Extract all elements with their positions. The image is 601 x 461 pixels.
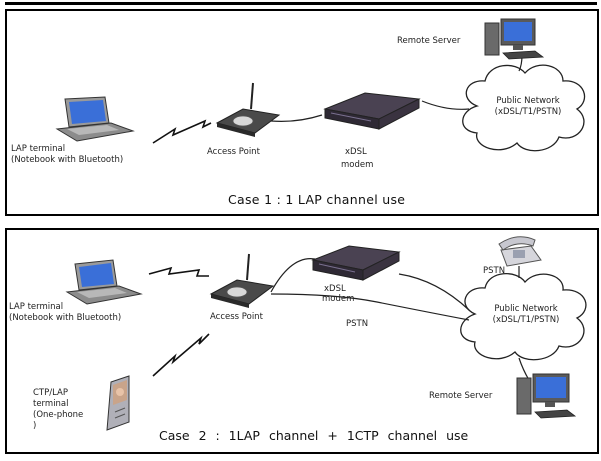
access-point-icon-2 xyxy=(209,253,275,308)
bluetooth-link-phone-icon xyxy=(152,333,210,377)
xdsl-modem-icon xyxy=(323,92,421,130)
pstn-wire xyxy=(270,293,470,321)
public-network-cloud xyxy=(462,64,586,152)
telephone-icon xyxy=(498,236,542,267)
bluetooth-link-icon xyxy=(152,119,212,144)
case2-panel: LAP terminal (Notebook with Bluetooth) A… xyxy=(5,228,599,454)
server-cloud-wire-2 xyxy=(518,357,530,381)
case1-diagram xyxy=(55,18,586,152)
access-point-icon xyxy=(215,82,281,137)
server-computer-icon-2 xyxy=(516,373,577,419)
laptop-icon xyxy=(55,96,135,142)
lap-terminal-sub-label: (Notebook with Bluetooth) xyxy=(11,155,124,165)
case1-panel: Remote Server LAP terminal (Notebook wit… xyxy=(5,9,599,216)
bluetooth-link-laptop-icon xyxy=(148,266,209,277)
modem-cloud-wire xyxy=(421,100,470,110)
cloud-title-label-2: Public Network xyxy=(494,304,558,314)
modem-label-2: modem xyxy=(322,294,355,304)
ctp-terminal-label-2: terminal xyxy=(33,399,69,409)
ap-modem-wire xyxy=(270,114,323,122)
lap-terminal-label-2: LAP terminal xyxy=(9,302,64,312)
ctp-terminal-label-4: ) xyxy=(33,421,37,431)
ctp-terminal-label-1: CTP/LAP xyxy=(33,388,68,398)
modem-label: modem xyxy=(341,160,374,170)
ap-modem-wire-2 xyxy=(270,258,320,293)
top-rule xyxy=(5,2,597,5)
xdsl-label-2: xDSL xyxy=(324,284,346,294)
case2-diagram xyxy=(65,236,587,431)
xdsl-modem-icon-2 xyxy=(311,245,401,281)
cloud-sub-label-2: (xDSL/T1/PSTN) xyxy=(492,315,560,325)
case1-caption: Case 1 : 1 LAP channel use xyxy=(228,192,406,207)
pstn-line-label: PSTN xyxy=(346,319,369,329)
server-computer-icon xyxy=(484,18,545,60)
access-point-label: Access Point xyxy=(207,147,260,157)
mobile-phone-icon xyxy=(106,375,130,431)
access-point-label-2: Access Point xyxy=(210,312,263,322)
public-network-cloud-2 xyxy=(460,273,587,361)
lap-terminal-sub-label-2: (Notebook with Bluetooth) xyxy=(9,313,122,323)
modem-cloud-wire-2 xyxy=(398,273,470,311)
cloud-title-label: Public Network xyxy=(496,96,560,106)
cloud-sub-label: (xDSL/T1/PSTN) xyxy=(494,107,562,117)
case2-caption: Case 2 : 1LAP channel + 1CTP channel use xyxy=(159,428,469,443)
ctp-terminal-label-3: (One-phone xyxy=(33,410,84,420)
pstn-phone-label: PSTN xyxy=(483,266,506,276)
remote-server-label-2: Remote Server xyxy=(429,391,493,401)
remote-server-label: Remote Server xyxy=(397,36,461,46)
laptop-icon-2 xyxy=(65,259,143,305)
lap-terminal-label: LAP terminal xyxy=(11,144,66,154)
xdsl-label: xDSL xyxy=(345,147,367,157)
